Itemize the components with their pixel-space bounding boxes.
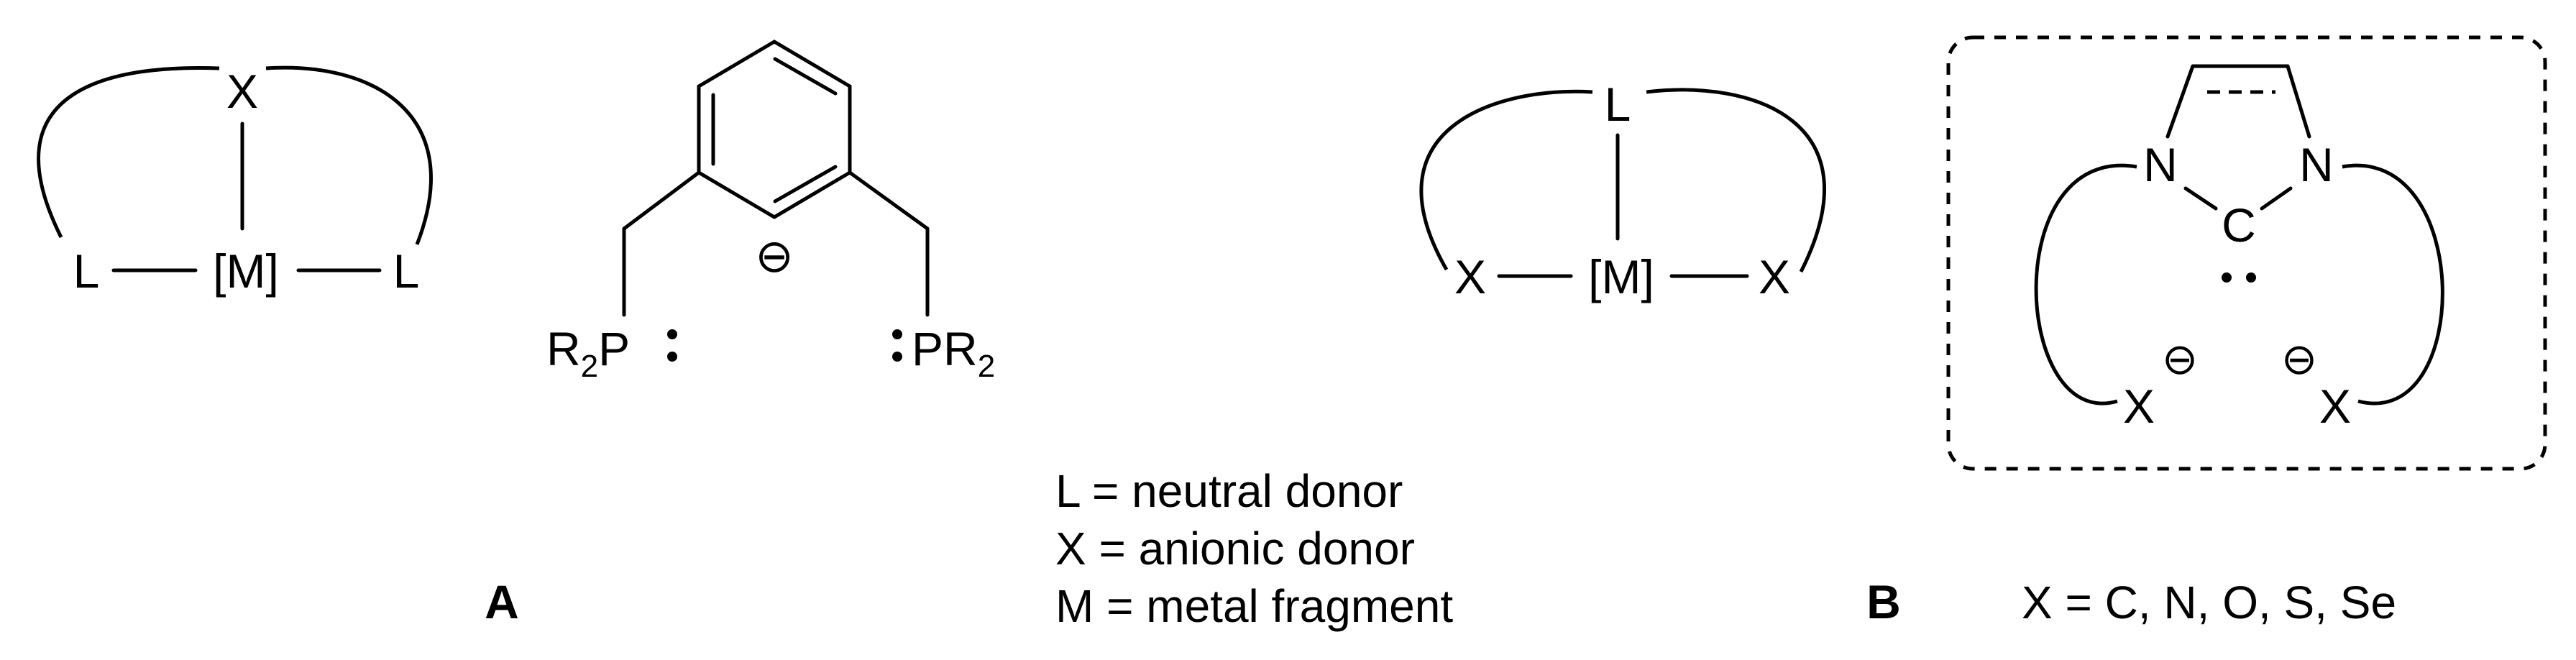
nhc-x-right-charge: ⊖ [2281, 335, 2317, 383]
structure-a-right-atom: L [393, 244, 420, 298]
right-phosphine-label: PR2 [912, 322, 995, 384]
structure-a-metal: [M] [213, 244, 279, 298]
left-lone-pair-dot-2 [667, 352, 677, 362]
right-lone-pair-dot-1 [892, 329, 902, 339]
nhc-left-arm [2034, 163, 2137, 405]
nhc-n-left: N [2143, 138, 2178, 191]
nhc-carbene: C [2222, 198, 2256, 252]
legend-line-x: X = anionic donor [1055, 523, 1415, 574]
benzene-inner-bond-2 [773, 165, 838, 203]
nhc-n-c-bond-right [2260, 186, 2293, 211]
carbene-lone-pair-dot-2 [2246, 272, 2256, 283]
left-lone-pair-dot-1 [667, 329, 677, 339]
legend-line-l: L = neutral donor [1055, 465, 1403, 517]
nhc-box: N N C X ⊖ ⊖ X [1946, 35, 2547, 471]
nhc-x-right: X [2319, 380, 2351, 433]
structure-a-top-atom: X [226, 65, 258, 118]
label-b: B [1866, 575, 1901, 628]
pcp-pincer-ligand: ⊖ R2P PR2 [546, 40, 995, 384]
left-phosphine-label: R2P [546, 322, 630, 384]
nhc-n-right: N [2299, 138, 2334, 191]
benzene-inner-bond-1 [773, 57, 838, 96]
nhc-backbone-left [2165, 64, 2195, 139]
structure-b: L X [M] X [1419, 78, 1826, 303]
nhc-backbone-right [2286, 64, 2311, 139]
structure-b-left-atom: X [1454, 250, 1486, 303]
nhc-right-arm [2342, 163, 2444, 405]
label-a: A [485, 575, 519, 628]
benzene-ring [697, 40, 852, 219]
nhc-x-left-charge: ⊖ [2162, 335, 2198, 383]
x-definition: X = C, N, O, S, Se [2022, 577, 2396, 628]
right-ch2-bond [848, 170, 930, 231]
structure-a-left-atom: L [73, 244, 100, 298]
ipso-carbanion-charge: ⊖ [755, 230, 794, 282]
legend-line-m: M = metal fragment [1055, 580, 1453, 632]
structure-a: X L [M] L [37, 65, 433, 298]
structure-b-metal: [M] [1588, 250, 1654, 303]
structure-a-backbone-arc [37, 65, 433, 245]
nhc-dashed-border [1946, 35, 2547, 471]
structure-b-backbone-arc [1419, 88, 1826, 273]
nhc-n-c-bond-left [2183, 186, 2218, 211]
structure-b-top-atom: L [1605, 78, 1631, 131]
nhc-x-left: X [2123, 380, 2155, 433]
carbene-lone-pair-dot-1 [2222, 272, 2232, 283]
left-ch2-bond [622, 170, 701, 231]
structure-b-right-atom: X [1759, 250, 1790, 303]
right-lone-pair-dot-2 [892, 352, 902, 362]
legend: L = neutral donor X = anionic donor M = … [1055, 465, 1453, 632]
